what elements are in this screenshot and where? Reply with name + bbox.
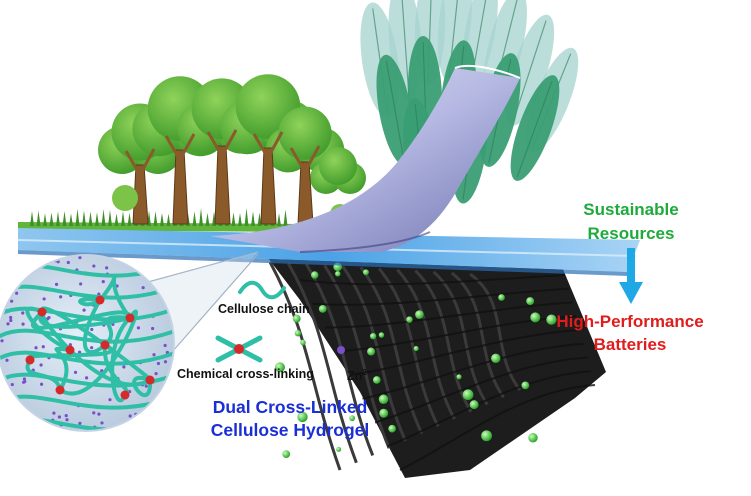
magnifier-connector-lines	[147, 251, 259, 353]
performance-line2: Batteries	[593, 335, 667, 354]
hydrogel-title-line2: Cellulose Hydrogel	[210, 420, 370, 440]
hydrogel-title: Dual Cross-Linked Cellulose Hydrogel	[175, 396, 405, 442]
paper-sheet-illustration	[210, 64, 521, 253]
performance-line1: High-Performance	[556, 312, 704, 331]
high-performance-batteries-label: High-Performance Batteries	[530, 310, 730, 356]
zn-ion-icon	[337, 346, 345, 354]
cellulose-chain-icon	[238, 280, 286, 300]
chemical-crosslinking-label: Chemical cross-linking	[177, 367, 314, 381]
zn-ion-label: Zn2+	[347, 368, 372, 384]
cellulose-chain-label: Cellulose chain	[218, 302, 310, 316]
sustainable-line2: Resources	[587, 224, 675, 243]
hydrogel-network-zoom	[0, 254, 175, 432]
sustainable-line1: Sustainable	[583, 200, 679, 219]
battery-illustration	[262, 250, 606, 478]
crosslink-icon	[215, 335, 263, 363]
forest-illustration	[98, 74, 366, 225]
sustainable-resources-label: Sustainable Resources	[556, 198, 706, 246]
flow-arrow-down	[619, 248, 643, 304]
hydrogel-title-line1: Dual Cross-Linked	[212, 397, 368, 417]
